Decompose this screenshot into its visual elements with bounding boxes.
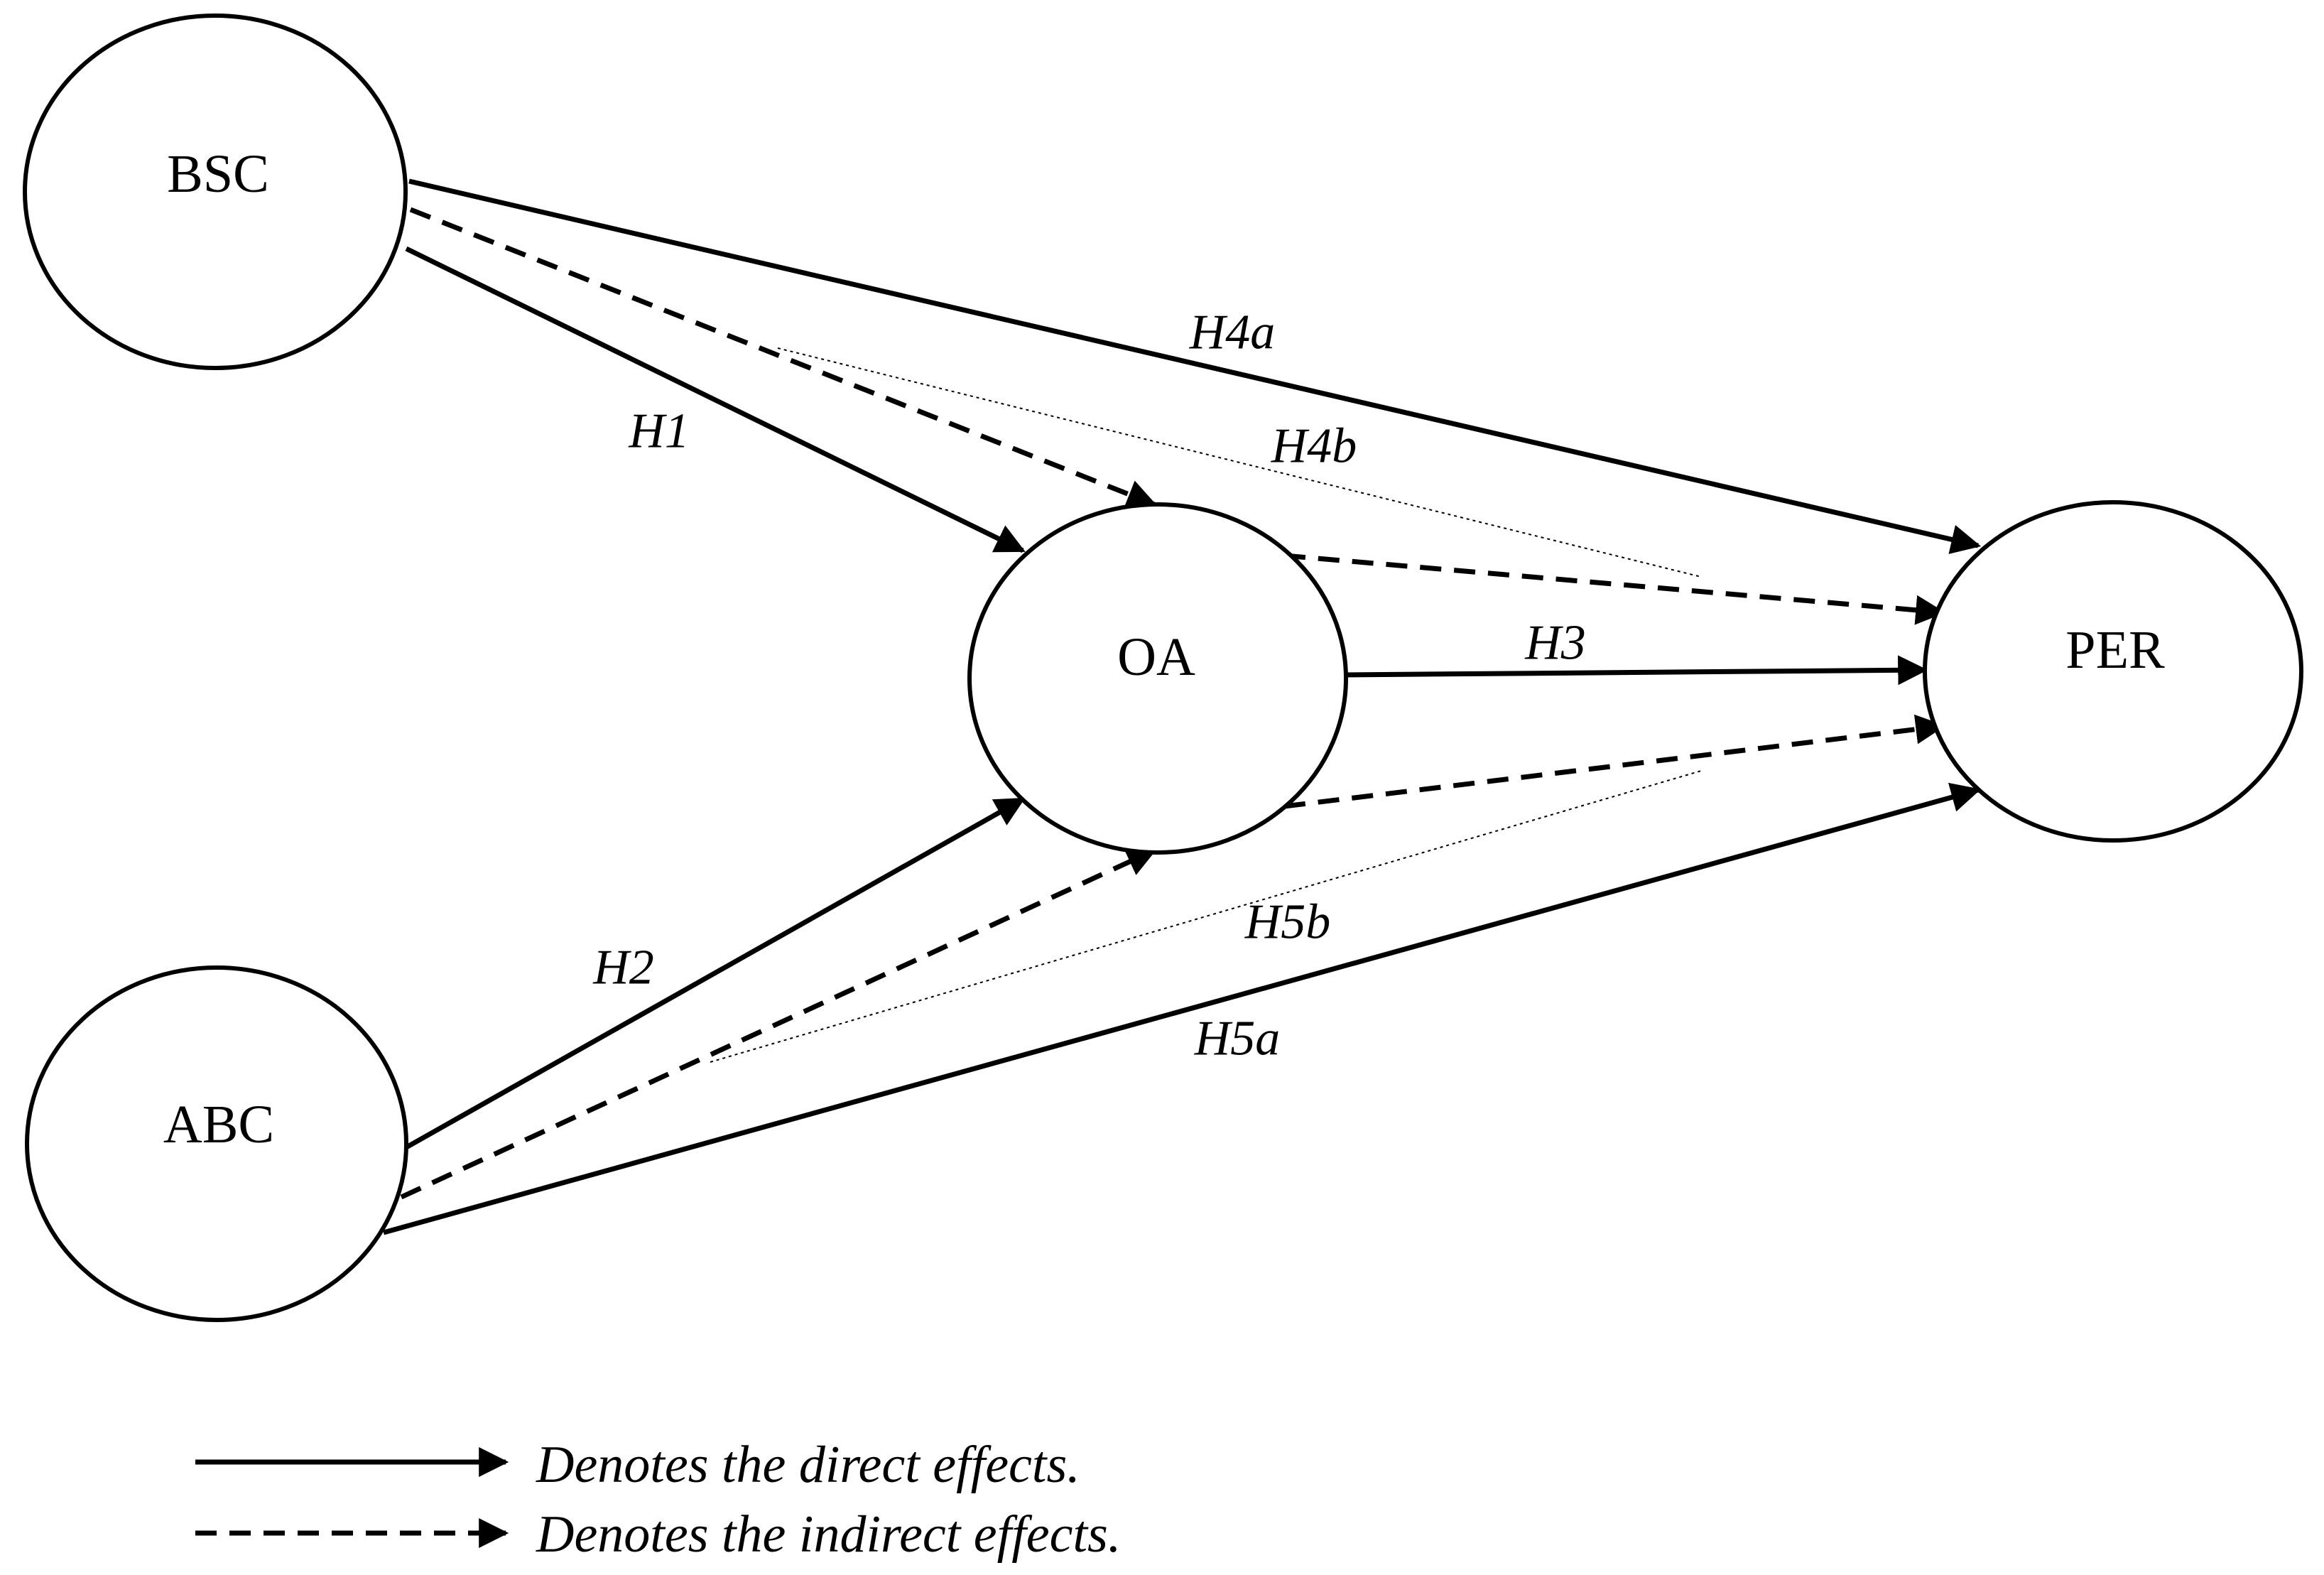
- h1-direct-arrow: [405, 246, 1026, 553]
- node-abc-label: ABC: [163, 1095, 274, 1154]
- label-h5a: H5a: [1194, 1012, 1281, 1066]
- h4a-direct-arrow: [408, 178, 1982, 554]
- oa-per-upper-indirect-arrow: [1283, 553, 1946, 625]
- label-h1: H1: [628, 404, 690, 459]
- h2-direct-arrow: [405, 796, 1026, 1150]
- legend: Denotes the direct effects. Denotes the …: [195, 1436, 1121, 1564]
- label-h4b: H4b: [1271, 419, 1357, 474]
- abc-oa-indirect-arrow: [400, 848, 1157, 1200]
- h3-direct-arrow: [1343, 655, 1928, 686]
- node-bsc: [23, 13, 408, 370]
- label-h5b: H5b: [1244, 895, 1331, 950]
- label-h3: H3: [1524, 616, 1586, 671]
- node-abc: [25, 965, 408, 1322]
- h5a-direct-arrow: [383, 782, 1982, 1235]
- label-h2: H2: [592, 941, 654, 995]
- legend-indirect-text: Denotes the indirect effects.: [536, 1505, 1121, 1564]
- h4b-guide-line: [777, 347, 1702, 578]
- label-h4a: H4a: [1189, 305, 1276, 360]
- node-bsc-label: BSC: [167, 144, 269, 204]
- node-oa-label: OA: [1117, 627, 1195, 687]
- node-per: [1923, 500, 2303, 843]
- legend-direct-text: Denotes the direct effects.: [536, 1436, 1080, 1494]
- bsc-oa-indirect-arrow: [409, 207, 1157, 509]
- node-per-label: PER: [2065, 620, 2165, 680]
- oa-per-lower-indirect-arrow: [1283, 714, 1946, 809]
- node-oa: [967, 502, 1348, 855]
